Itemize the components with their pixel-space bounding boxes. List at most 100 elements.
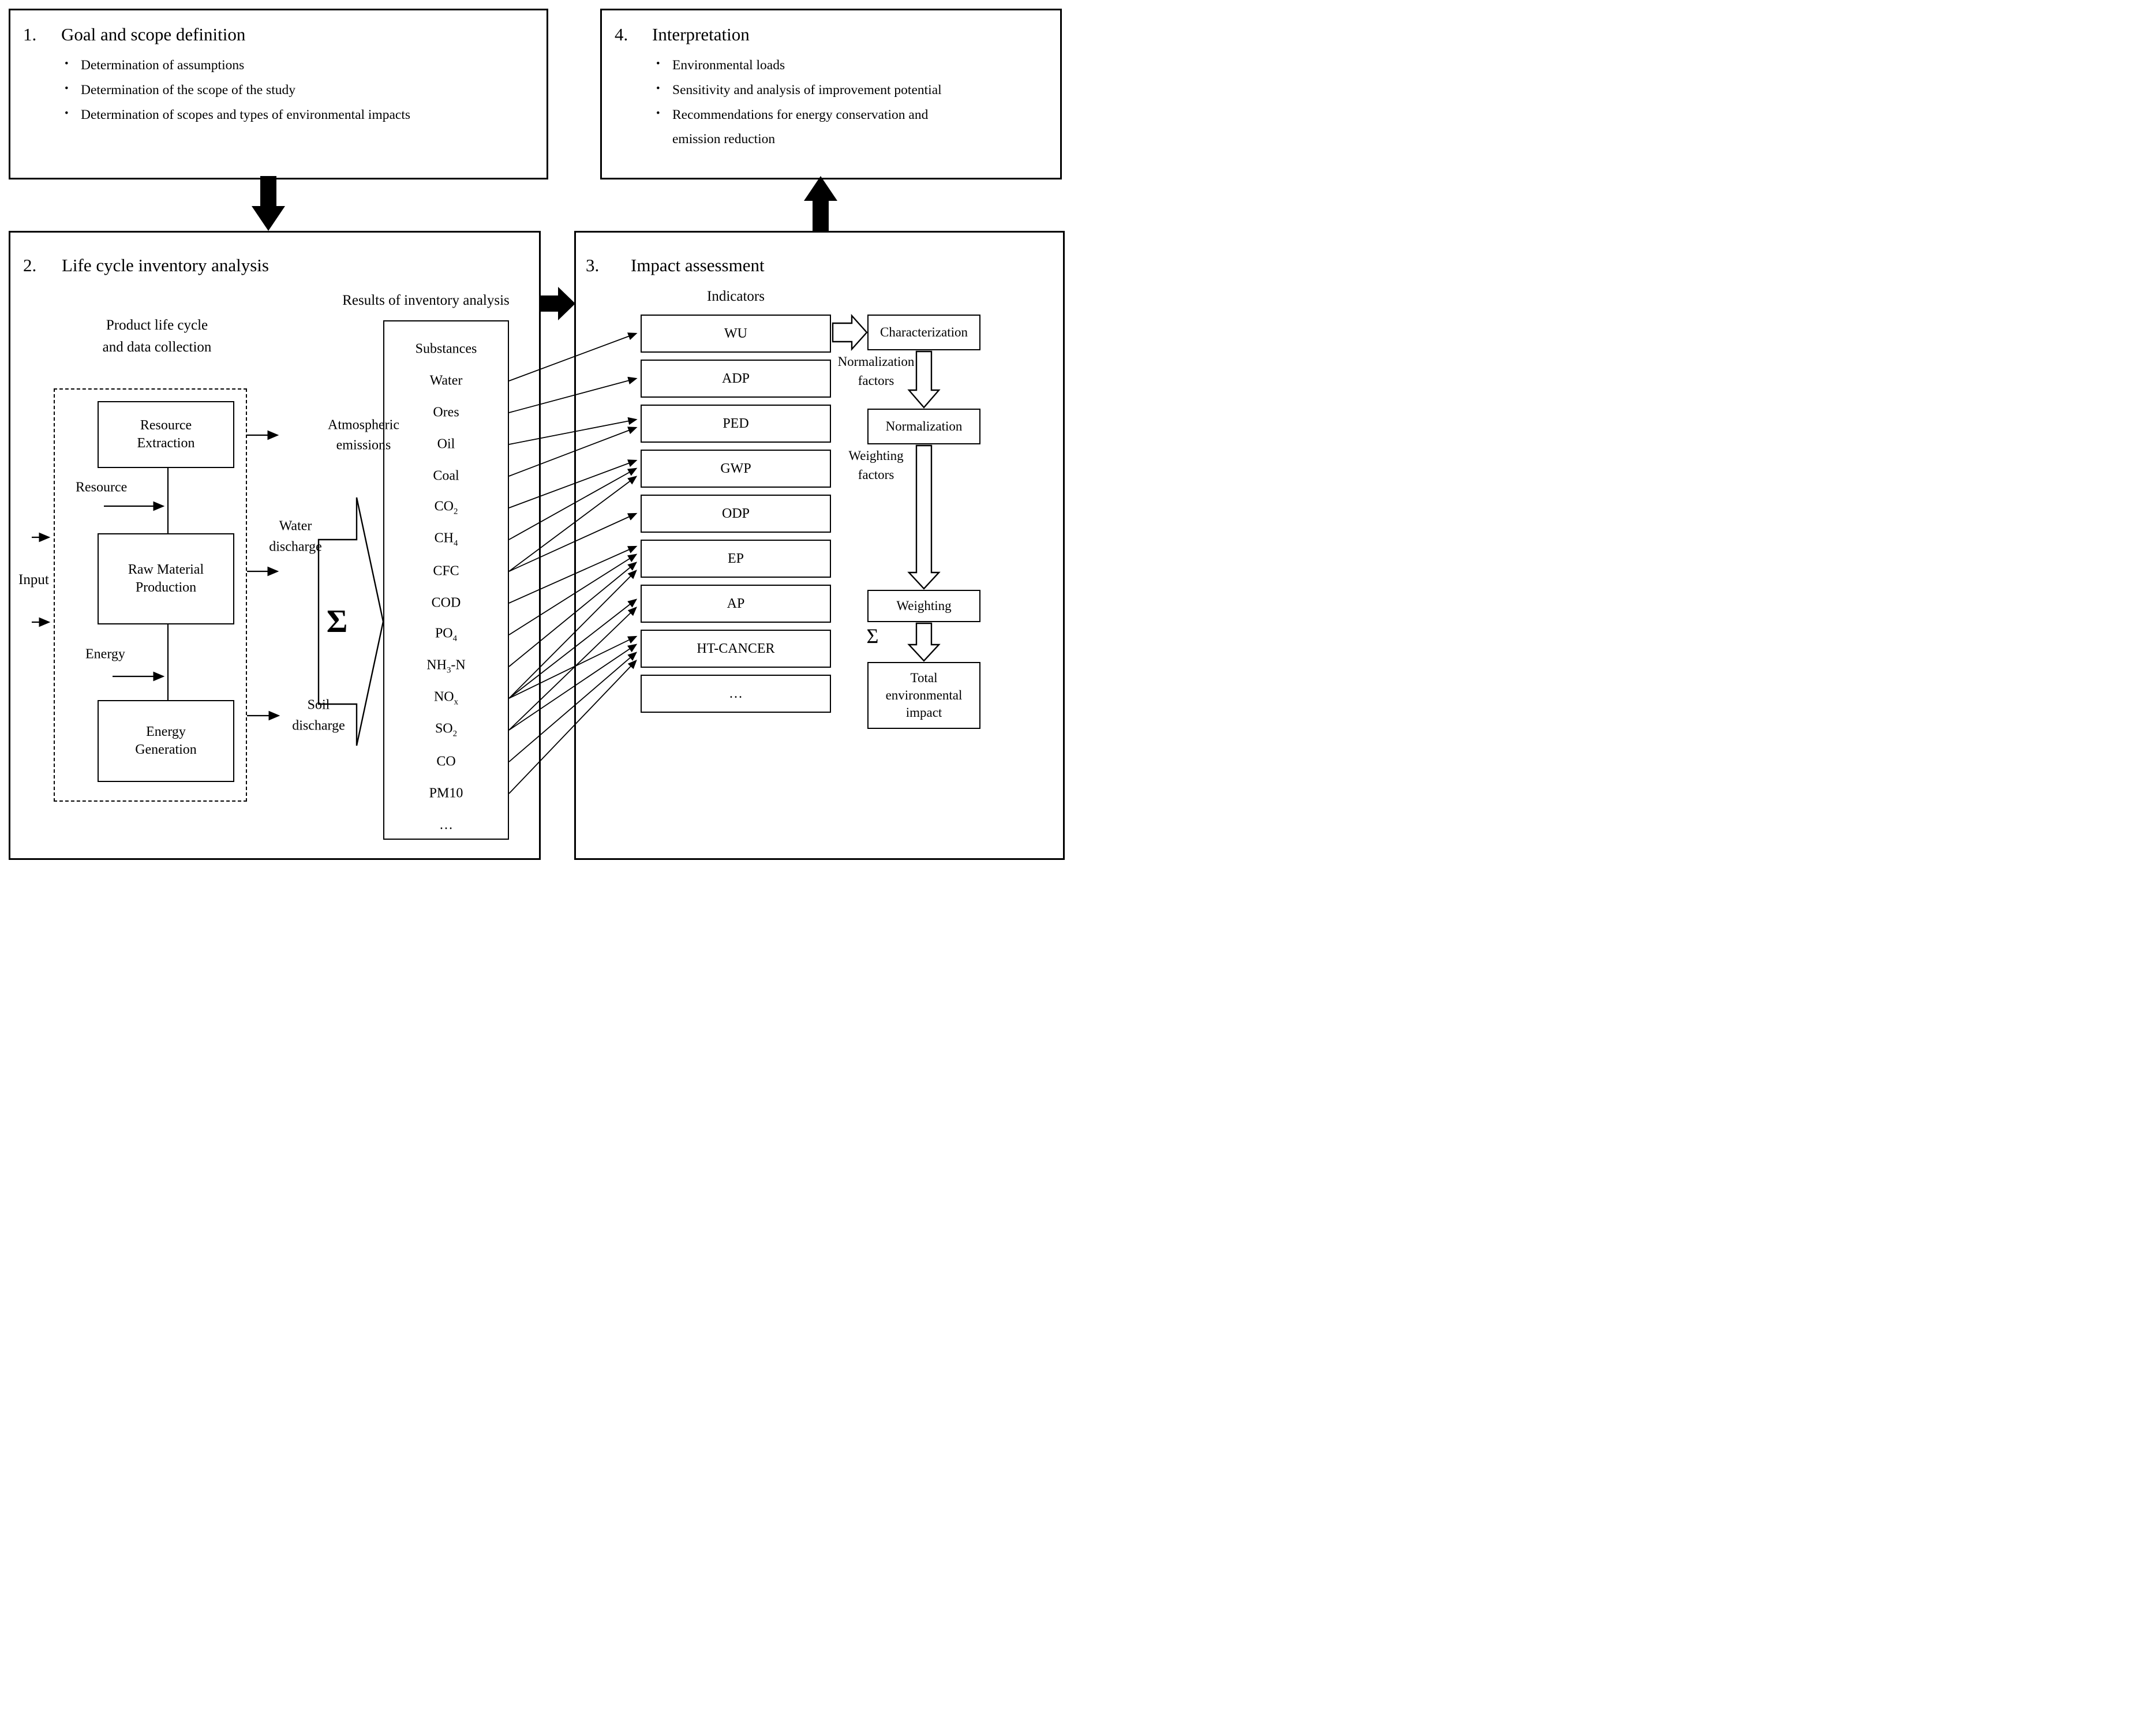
bullet-dot: • [656, 107, 660, 119]
substance-oil: Oil [437, 436, 455, 452]
substance-co2: CO2 [434, 499, 458, 517]
substance-cod: COD [431, 595, 461, 611]
list-item: • Determination of the scope of the study [65, 78, 434, 103]
sum-block-arrow [317, 497, 384, 746]
input-label: Input [18, 572, 49, 588]
weighting-factors-label-line2: factors [858, 467, 894, 482]
bullet-dot: • [65, 107, 69, 119]
indicator-ped-box: PED [641, 405, 831, 443]
resource-extraction-box: Resource Extraction [98, 401, 234, 468]
substance-coal: Coal [433, 468, 459, 484]
water-discharge-label-line1: Water [279, 518, 312, 534]
indicator-adp-box: ADP [641, 360, 831, 398]
normalization-factors-label-line1: Normalization [837, 354, 915, 369]
link-Water-to-WU [508, 332, 638, 381]
system-boundary-dashed-box [54, 388, 247, 802]
lca-framework-diagram: 1. Goal and scope definition • Determinat… [0, 0, 1070, 868]
phase-4-number: 4. [615, 24, 628, 44]
link-CO₂-to-GWP [508, 459, 638, 508]
substance-ellipsis: … [439, 817, 453, 833]
substance-po4: PO4 [435, 626, 458, 643]
indicator-ellipsis-box: … [641, 675, 831, 713]
substance-ores: Ores [433, 405, 459, 420]
link-SO₂-to-AP [508, 607, 637, 731]
substances-header: Substances [415, 341, 477, 357]
bullet-dot: • [65, 58, 69, 70]
phase-2-number: 2. [23, 255, 37, 275]
list-item: • Sensitivity and analysis of improvement… [656, 78, 968, 103]
normalization-factors-label-line2: factors [858, 373, 894, 388]
bullet-text: Determination of scopes and types of env… [81, 107, 411, 122]
arrow-indicators-to-characterization [832, 313, 868, 351]
link-Ores-to-ADP [508, 376, 638, 413]
arrow-inventory-to-impact [540, 287, 575, 320]
phase-4-title: Interpretation [652, 24, 750, 44]
substance-nh3n: NH3-N [426, 657, 466, 675]
arrow-weighting-to-total [907, 622, 941, 662]
bullet-text: Sensitivity and analysis of improvement … [672, 82, 942, 98]
sum-symbol: Σ [326, 604, 348, 639]
water-discharge-label-line2: discharge [269, 539, 322, 555]
soil-discharge-label-line2: discharge [292, 718, 345, 734]
product-life-cycle-label-line2: and data collection [102, 339, 212, 355]
link-CO-to-HT-CANCER [508, 652, 638, 762]
link-CFC-to-GWP [508, 476, 638, 572]
total-environmental-impact-box: Total environmental impact [867, 662, 980, 729]
link-Coal-to-PED [508, 426, 638, 477]
indicator-ep-box: EP [641, 540, 831, 578]
substances-box [383, 320, 509, 840]
link-SO₂-to-HT-CANCER [508, 643, 638, 731]
energy-generation-box: Energy Generation [98, 700, 234, 782]
weighting-box: Weighting [867, 590, 980, 622]
link-COD-to-EP [508, 545, 638, 604]
bullet-text: Recommendations for energy conservation … [672, 107, 929, 147]
indicator-gwp-box: GWP [641, 450, 831, 488]
phase-1-bullet-list: • Determination of assumptions • Determina… [65, 53, 434, 127]
bullet-dot: • [656, 58, 660, 70]
phase-3-number: 3. [586, 255, 600, 275]
weighting-factors-label-line1: Weighting [848, 448, 904, 463]
results-of-inventory-label: Results of inventory analysis [342, 293, 510, 308]
substance-cfc: CFC [433, 563, 459, 579]
normalization-box: Normalization [867, 409, 980, 444]
list-item: • Recommendations for energy conservation… [656, 103, 968, 152]
substance-nox: NOx [433, 689, 459, 707]
substance-co: CO [436, 754, 456, 769]
resource-flow-label: Resource [76, 480, 128, 495]
arrow-goal-to-inventory [252, 176, 285, 231]
list-item: • Determination of assumptions [65, 53, 434, 78]
link-NOₓ-to-AP [508, 598, 638, 699]
diagram-arrows-layer [32, 176, 941, 794]
link-NOₓ-to-HT-CANCER [508, 635, 638, 699]
bullet-text: Environmental loads [672, 58, 785, 73]
link-NOₓ-to-EP [508, 570, 637, 699]
indicator-ht-cancer-box: HT-CANCER [641, 630, 831, 668]
substance-ch4: CH4 [434, 530, 458, 548]
bullet-text: Determination of the scope of the study [81, 82, 295, 98]
bullet-text: Determination of assumptions [81, 58, 245, 73]
arrow-normalization-to-weighting [907, 444, 941, 590]
bullet-dot: • [65, 82, 69, 95]
arrow-characterization-to-normalization [907, 350, 941, 409]
bullet-dot: • [656, 82, 660, 95]
link-PM10-to-HT-CANCER [508, 660, 637, 794]
substance-water: Water [429, 373, 463, 388]
indicator-wu-box: WU [641, 315, 831, 353]
phase-4-bullet-list: • Environmental loads • Sensitivity and an… [656, 53, 968, 152]
indicator-ap-box: AP [641, 585, 831, 623]
soil-discharge-label-line1: Soil [307, 697, 330, 713]
substance-indicator-links [508, 332, 638, 794]
raw-material-production-box: Raw Material Production [98, 533, 234, 624]
phase-3-title: Impact assessment [631, 255, 765, 275]
arrow-impact-to-interpretation [804, 176, 837, 231]
link-Oil-to-PED [508, 417, 638, 445]
atmospheric-emissions-label-line2: emissions [336, 437, 391, 453]
phase-4-interpretation-panel [600, 9, 1062, 179]
product-life-cycle-label-line1: Product life cycle [106, 317, 208, 333]
phase-1-goal-scope-panel [9, 9, 548, 179]
phase-1-number: 1. [23, 24, 37, 44]
link-CH₄-to-GWP [508, 467, 638, 540]
phase-2-title: Life cycle inventory analysis [62, 255, 269, 275]
phase-1-title: Goal and scope definition [61, 24, 246, 44]
substance-pm10: PM10 [429, 785, 463, 801]
